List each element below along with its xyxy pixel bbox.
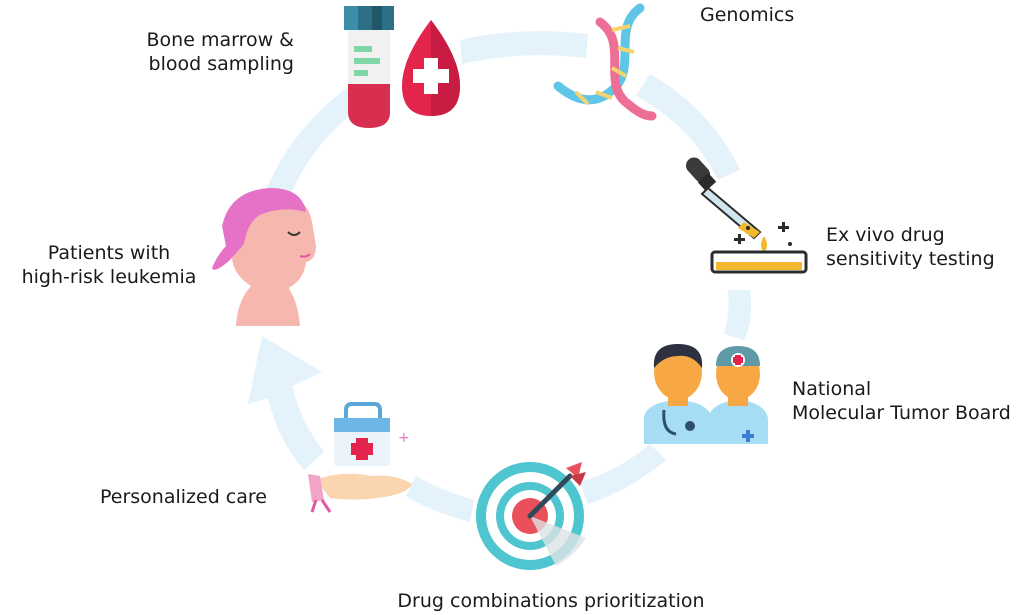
arc-target-to-care [406, 476, 474, 522]
dna-icon [553, 3, 657, 121]
label-patients: Patients with high-risk leukemia [21, 242, 197, 288]
arc-genomics-to-exvivo [636, 74, 740, 180]
label-bone-marrow: Bone marrow & blood sampling [146, 29, 294, 75]
label-ex-vivo: Ex vivo drug sensitivity testing [826, 224, 995, 270]
label-personalized-care: Personalized care [100, 486, 267, 508]
target-dart-icon [476, 462, 586, 570]
label-tumor-board: National Molecular Tumor Board [792, 378, 1011, 424]
test-tube-icon [344, 6, 394, 128]
cycle-arrows [248, 31, 752, 522]
arc-bone-to-genomics [460, 31, 588, 64]
label-drug-prioritization: Drug combinations prioritization [397, 590, 705, 612]
arc-board-to-target [580, 444, 666, 504]
doctors-icon [644, 344, 768, 444]
blood-drop-icon [402, 20, 460, 116]
arc-patient-to-bone [266, 84, 364, 200]
patient-head-icon [212, 188, 316, 326]
arc-exvivo-to-board [724, 290, 752, 340]
svg-text:+: + [398, 430, 410, 446]
label-genomics: Genomics [700, 4, 795, 26]
hand-first-aid-kit-icon: + [308, 402, 412, 513]
arc-care-to-patient [248, 336, 324, 470]
dropper-petri-dish-icon [685, 157, 808, 274]
